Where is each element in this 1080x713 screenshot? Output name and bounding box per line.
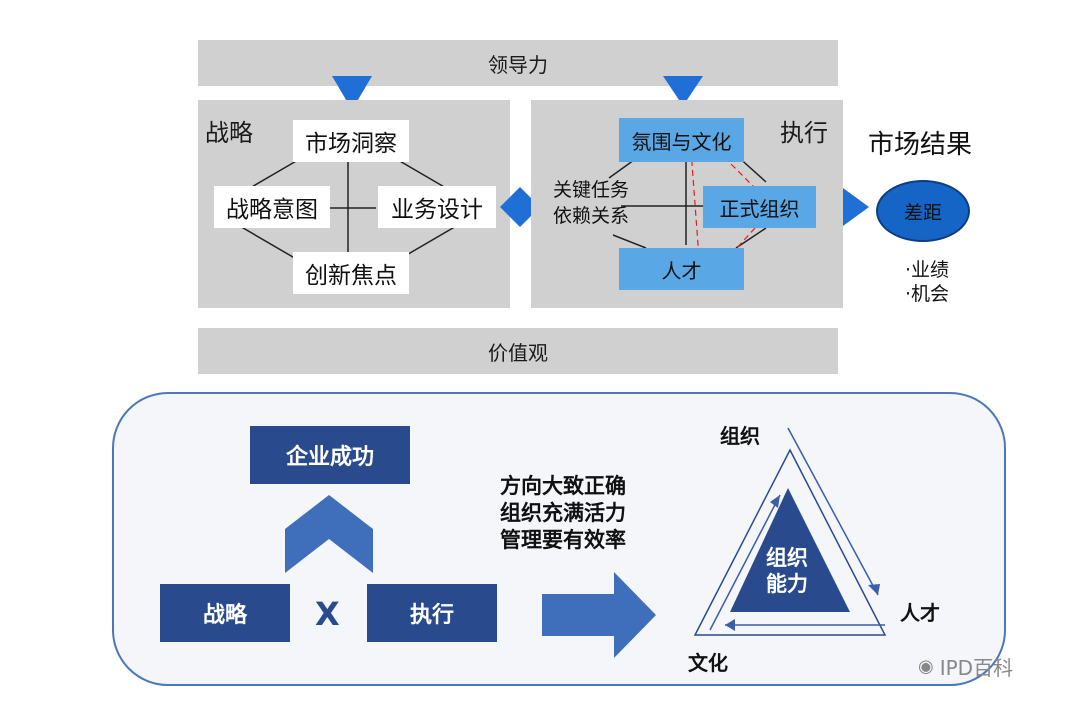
direction-text: 方向大致正确 组织充满活力 管理要有效率 [500,473,626,554]
execution-to-result-arrow [843,188,869,226]
formal-organization-box: 正式组织 [703,186,816,228]
watermark: ◉ IPD百科 [918,652,1013,681]
triangle-left-label: 文化 [688,651,728,675]
direction-line-1: 方向大致正确 [500,474,626,498]
leadership-to-strategy-arrow [332,76,372,110]
wechat-icon: ◉ [918,656,934,677]
result-bullets: ·业绩 ·机会 [905,258,949,306]
triangle-center-label: 组织 能力 [766,545,808,597]
values-bar: 价值观 [198,328,838,374]
innovation-focus-box: 创新焦点 [293,252,409,294]
business-design-box: 业务设计 [378,186,496,228]
key-tasks-label: 关键任务 依赖关系 [553,177,629,229]
bottom-execution-box: 执行 [367,584,497,642]
bottom-strategy-box: 战略 [160,584,290,642]
talent-box: 人才 [619,248,744,290]
strategy-title: 战略 [205,119,253,147]
gap-label: 差距 [903,201,942,224]
execution-title: 执行 [780,119,828,147]
triangle-right-label: 人才 [900,601,940,625]
market-result-title: 市场结果 [868,130,973,160]
leadership-bar: 领导力 [198,40,838,86]
leadership-to-execution-arrow [663,76,703,106]
strategy-execution-diamond [500,187,540,227]
values-label: 价值观 [488,340,548,365]
opportunity-bullet: ·机会 [905,283,950,305]
market-insight-box: 市场洞察 [293,120,409,162]
multiply-sign: X [315,595,340,633]
strategic-intent-box: 战略意图 [214,186,330,228]
triangle-top-label: 组织 [720,424,760,448]
org-capability-triangle [693,427,887,636]
climate-culture-box: 氛围与文化 [619,118,744,162]
direction-line-2: 组织充满活力 [500,501,626,525]
performance-bullet: ·业绩 [905,259,950,281]
big-right-arrow [542,572,656,658]
direction-line-3: 管理要有效率 [500,528,626,552]
center-line-1: 组织 [766,546,808,570]
key-tasks-line: 关键任务 [553,179,630,201]
dependencies-line: 依赖关系 [553,205,630,227]
gap-ellipse: 差距 [876,180,970,242]
center-line-2: 能力 [766,572,808,596]
watermark-text: IPD百科 [939,656,1014,680]
enterprise-success-box: 企业成功 [250,426,410,484]
up-chevron [285,495,373,573]
leadership-label: 领导力 [488,52,548,77]
